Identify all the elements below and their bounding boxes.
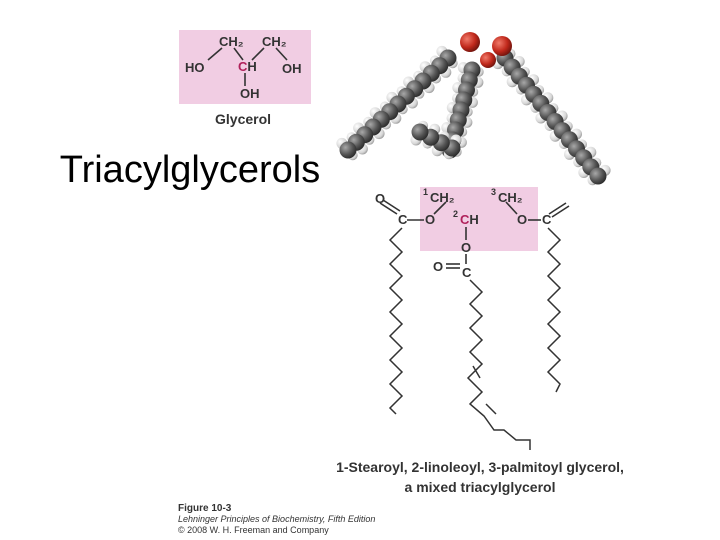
glycerol-ch: CH [238,59,257,74]
tag-position-2: 2 [453,209,459,219]
tag-o-left-ester: O [425,212,436,227]
oxygen-atom [460,32,480,52]
book-title: Lehninger Principles of Biochemistry, Fi… [178,514,376,524]
carbon-atom [339,141,357,159]
glycerol-ch2-right: CH₂ [262,34,287,49]
glycerol-ch-hydrogen: H [247,59,257,74]
tag-o-middle-ester: O [461,240,472,255]
oxygen-atom [480,52,496,68]
figure-reference: Figure 10-3 Lehninger Principles of Bioc… [178,503,375,536]
glycerol-ho-left: HO [185,60,205,75]
glycerol-caption: Glycerol [215,111,272,127]
palmitoyl-chain [546,227,562,393]
tag-position-3: 3 [491,187,497,197]
linoleoyl-chain [466,279,531,450]
glycerol-oh-bottom: OH [240,86,260,101]
tag-o-left-double: O [375,191,386,206]
tag-ch2-1: CH₂ [430,190,455,205]
space-filling-model [336,32,611,186]
tag-ch2-3: CH₂ [498,190,523,205]
carbon-atom [589,167,607,185]
caption-line-1: 1-Stearoyl, 2-linoleoyl, 3-palmitoyl gly… [336,459,624,475]
tag-position-1: 1 [423,187,429,197]
tag-ch-hydrogen: H [469,212,479,227]
tag-central-carbon: C [460,212,470,227]
glycerol-ch2-left: CH₂ [219,34,244,49]
tag-ch: CH [460,212,479,227]
copyright: © 2008 W. H. Freeman and Company [178,525,329,535]
glycerol-central-carbon: C [238,59,248,74]
glycerol-bonds [207,47,288,86]
oxygen-atom [492,36,512,56]
caption-line-2: a mixed triacylglycerol [404,479,556,495]
tag-o-middle-double: O [433,259,444,274]
triacylglycerol-highlight-box [420,187,538,251]
glycerol-highlight-box [179,30,311,104]
figure-number: Figure 10-3 [178,503,232,514]
tag-c-left: C [398,212,408,227]
tag-c-middle: C [462,265,472,280]
carbon-atom [411,123,429,141]
tag-o-right-ester: O [517,212,528,227]
fatty-acid-chains [388,227,562,450]
glycerol-oh-right: OH [282,61,302,76]
stearoyl-chain [388,227,404,415]
tag-c-right: C [542,212,552,227]
slide-title: Triacylglycerols [59,149,321,191]
triacylglycerol-caption: 1-Stearoyl, 2-linoleoyl, 3-palmitoyl gly… [300,457,660,497]
triacylglycerol-bonds [379,199,570,269]
